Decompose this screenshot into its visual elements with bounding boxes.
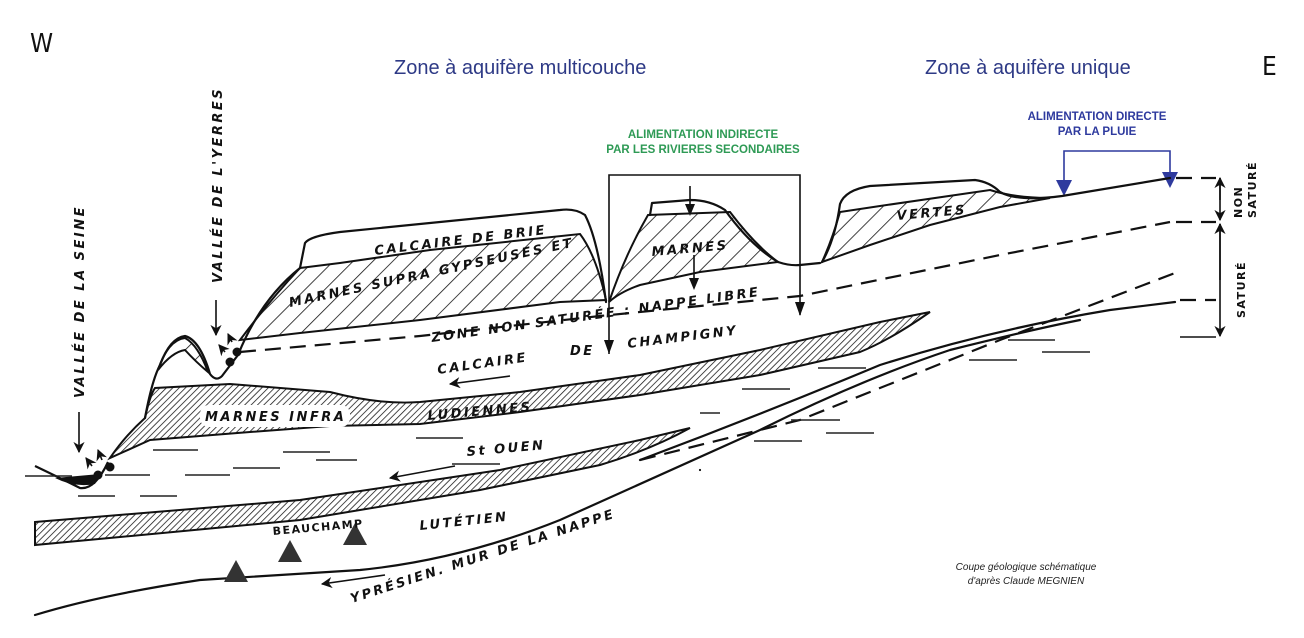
figure-credit: Coupe géologique schématique d'après Cla… — [956, 562, 1097, 587]
rain-recharge-arrows — [1056, 150, 1178, 196]
svg-text:ALIMENTATION INDIRECTE: ALIMENTATION INDIRECTE — [628, 129, 779, 141]
zone-single-title: Zone à aquifère unique — [925, 57, 1131, 79]
label-lutetien: LUTÉTIEN — [419, 509, 510, 534]
triangle-icon — [224, 560, 248, 582]
svg-text:Coupe géologique schématique: Coupe géologique schématique — [956, 562, 1097, 573]
spring-icon — [93, 470, 103, 480]
flow-arrow-icon — [320, 574, 386, 589]
spring-icon — [232, 347, 242, 357]
calcaire-brie-plateau — [298, 208, 608, 304]
indirect-recharge-label: ALIMENTATION INDIRECTE PAR LES RIVIERES … — [606, 129, 800, 156]
label-st-ouen: St OUEN — [466, 438, 546, 460]
zone-multilayer-title: Zone à aquifère multicouche — [394, 57, 646, 79]
triangle-icon — [278, 540, 302, 562]
label-marnes-infra: MARNES INFRA — [205, 410, 346, 425]
aquifer-water-marks — [25, 339, 1090, 497]
arrow-down-icon — [1056, 180, 1072, 196]
yerres-valley-label: VALLÉE DE L'YERRES — [210, 87, 226, 283]
marnes-infra-label-bg — [200, 405, 350, 427]
svg-text:ALIMENTATION DIRECTE: ALIMENTATION DIRECTE — [1028, 111, 1167, 123]
marnes-supra-gypseuses — [237, 232, 608, 342]
label-de: DE — [570, 344, 595, 359]
svg-text:d'après Claude MEGNIEN: d'après Claude MEGNIEN — [968, 576, 1085, 587]
seine-valley-label: VALLÉE DE LA SEINE — [72, 205, 88, 398]
label-vertes: VERTES — [896, 203, 968, 224]
ypresien-mur-line — [33, 318, 1082, 617]
flow-arrow-icon — [448, 375, 511, 389]
west-label: W — [30, 29, 53, 59]
saturation-scale: NON SATURÉ SATURÉ — [1214, 161, 1259, 338]
arrow-down-icon — [1162, 172, 1178, 188]
water-table-line — [239, 220, 1171, 354]
triangle-icon — [343, 523, 367, 545]
svg-text:PAR LA PLUIE: PAR LA PLUIE — [1058, 126, 1137, 138]
label-champigny: CHAMPIGNY — [627, 324, 739, 352]
direct-recharge-label: ALIMENTATION DIRECTE PAR LA PLUIE — [1028, 111, 1167, 138]
st-ouen-base-band — [34, 427, 691, 547]
label-marnes-mid: MARNES — [651, 238, 729, 260]
svg-text:SATURÉ: SATURÉ — [1246, 161, 1259, 218]
label-calcaire: CALCAIRE — [436, 350, 528, 378]
spring-icon — [225, 357, 235, 367]
svg-text:SATURÉ: SATURÉ — [1235, 261, 1248, 318]
marnes-vertes-block — [820, 188, 1051, 264]
marnes-infra-ludiennes — [107, 311, 931, 461]
beauchamp-sand-markers — [224, 523, 367, 582]
flow-arrow-icon — [388, 465, 456, 482]
east-label: E — [1262, 52, 1277, 82]
spring-icon — [105, 462, 115, 472]
marnes-mid-block — [608, 210, 781, 303]
svg-text:PAR LES RIVIERES SECONDAIRES: PAR LES RIVIERES SECONDAIRES — [606, 144, 800, 156]
svg-text:NON: NON — [1232, 186, 1245, 218]
